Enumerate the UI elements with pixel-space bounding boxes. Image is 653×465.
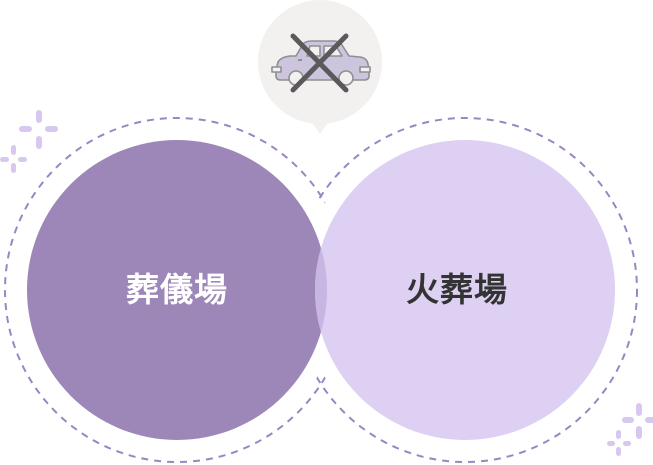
- right-dashed-outline: [292, 117, 638, 463]
- set-label-funeral-hall: 葬儀場: [126, 270, 228, 309]
- set-label-crematorium: 火葬場: [406, 270, 508, 309]
- set-circle-crematorium: [315, 140, 615, 440]
- prohibited-cross-icon: [290, 33, 349, 93]
- sparkle-icon-bottom-right: [607, 403, 653, 456]
- sparkle-icon-top-left: [0, 110, 58, 173]
- set-circle-funeral-hall: [27, 140, 327, 440]
